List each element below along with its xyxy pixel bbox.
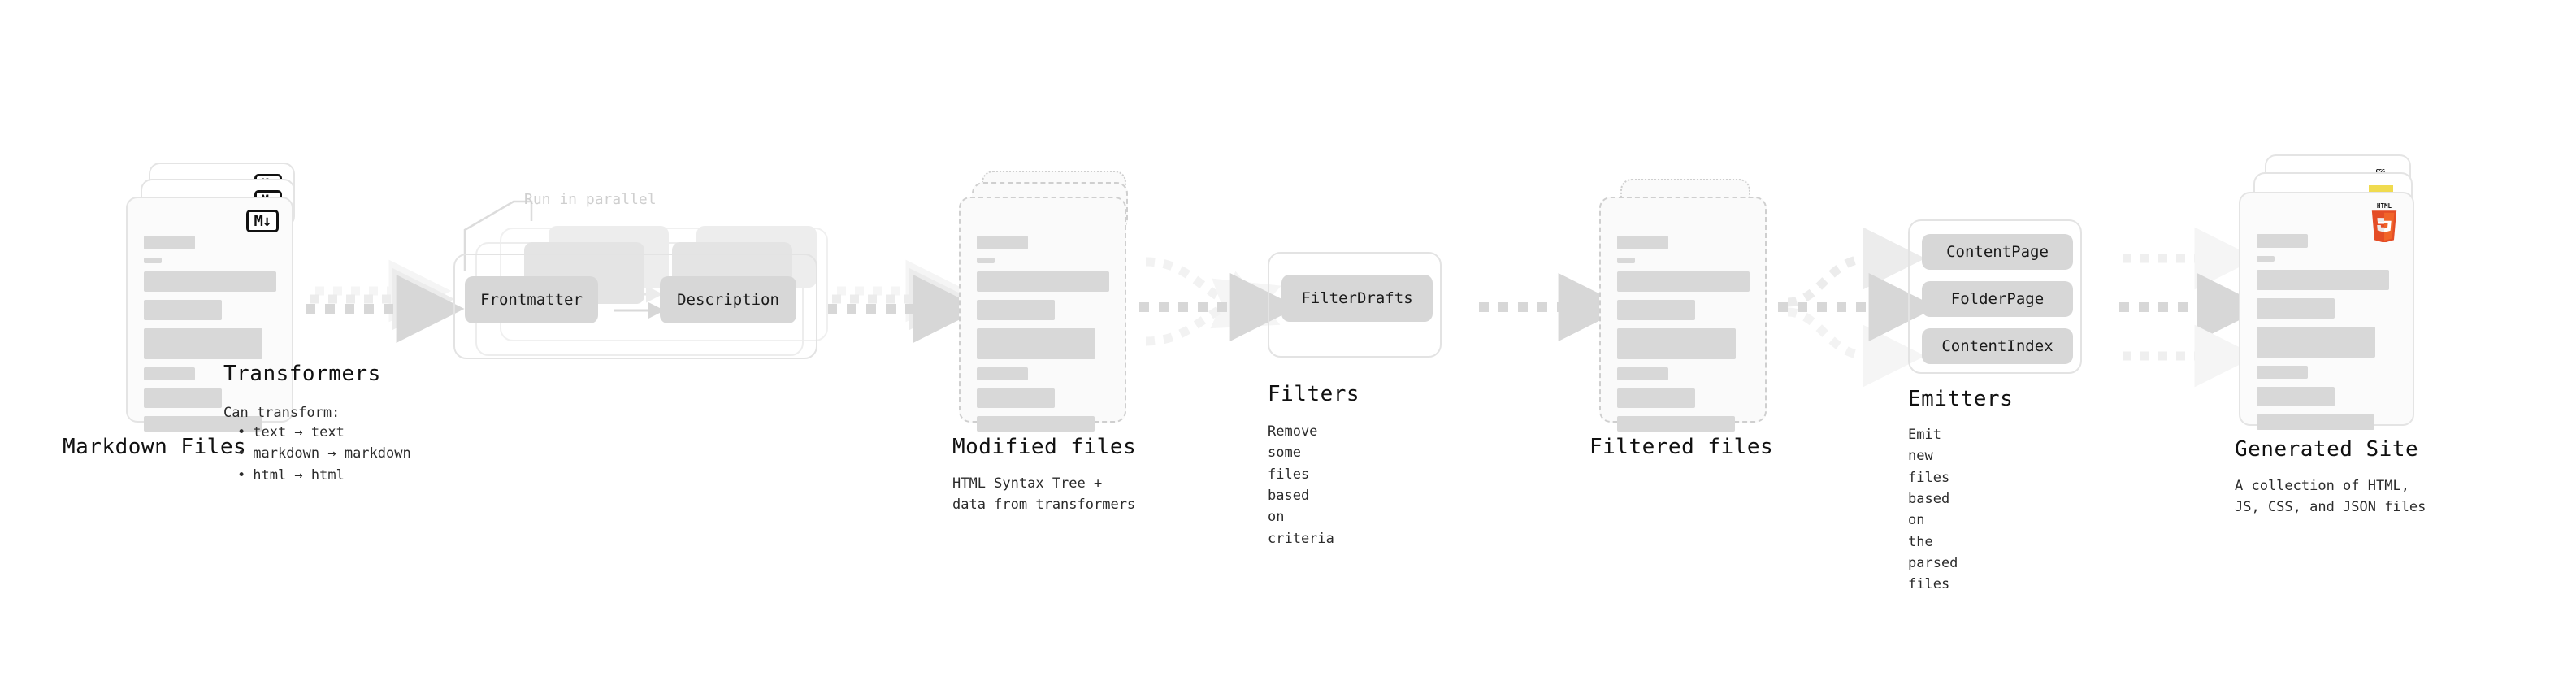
content-bar — [144, 416, 262, 432]
parallel-bracket — [463, 200, 533, 271]
content-bar — [144, 258, 162, 263]
html5-icon: HTML — [2367, 202, 2401, 243]
css-badge-label: CSS — [2375, 168, 2385, 175]
stage-title-emitters: Emitters — [1908, 387, 2014, 411]
stage-title-transformers: Transformers — [223, 362, 381, 386]
content-bar — [144, 236, 195, 249]
modified-card-front — [959, 197, 1126, 432]
markdown-badge: M↓ — [246, 210, 279, 232]
sublist-item: text → text — [237, 422, 411, 443]
stage-filtered-files: Filtered files — [1589, 163, 1786, 459]
stage-subtitle-modified-files: HTML Syntax Tree + data from transformer… — [952, 475, 1136, 514]
content-bar — [1617, 271, 1750, 292]
arrow-transformers-to-modified — [827, 259, 982, 343]
site-card-bars — [2257, 234, 2398, 438]
transformer-chip-description[interactable]: Description — [660, 276, 796, 323]
content-bar — [977, 271, 1109, 292]
site-card-html: HTML — [2239, 192, 2414, 430]
stage-markdown-files: M↓ M↓ M↓ Markdown Files — [63, 163, 313, 459]
arrow-emitters-to-site — [2119, 227, 2266, 388]
content-bar — [2257, 234, 2308, 248]
content-bar — [1617, 388, 1695, 408]
svg-text:HTML: HTML — [2377, 203, 2392, 210]
markdown-card-front: M↓ — [126, 197, 293, 432]
stage-title-modified-files: Modified files — [952, 435, 1137, 459]
stage-title-filters: Filters — [1268, 382, 1360, 406]
modified-file-stack — [959, 163, 1146, 432]
stage-title-markdown-files: Markdown Files — [63, 435, 247, 459]
emitter-chip-folderpage[interactable]: FolderPage — [1922, 281, 2073, 317]
content-bar — [977, 416, 1095, 432]
content-bar — [1617, 416, 1735, 432]
content-bar — [977, 367, 1028, 380]
arrow-filtered-to-emitters — [1778, 227, 1937, 388]
filtered-file-stack — [1599, 163, 1786, 432]
sublist-item: markdown → markdown — [237, 443, 410, 464]
content-bar — [977, 300, 1055, 320]
content-bar — [144, 388, 222, 408]
filtered-card-front — [1599, 197, 1767, 432]
content-bar — [2257, 387, 2335, 406]
stage-generated-site: CSS HTML — [2235, 154, 2434, 515]
arrow-markdown-to-transformers — [306, 259, 465, 343]
content-bar — [144, 367, 195, 380]
stage-subtitle-emitters: Emit new files based on the parsed files — [1908, 427, 1958, 593]
content-bar — [2257, 298, 2335, 319]
content-bar — [1617, 328, 1736, 359]
content-bar — [977, 328, 1095, 359]
run-in-parallel-label: Run in parallel — [524, 191, 657, 208]
markdown-card-bars — [144, 236, 277, 440]
content-bar — [144, 300, 222, 320]
filters-box: FilterDrafts — [1268, 252, 1442, 358]
site-file-stack: CSS HTML — [2239, 154, 2434, 430]
content-bar — [977, 258, 995, 263]
content-bar — [1617, 300, 1695, 320]
emitter-chip-contentindex[interactable]: ContentIndex — [1922, 328, 2073, 364]
content-bar — [144, 271, 276, 292]
content-bar — [2257, 270, 2389, 290]
stage-title-filtered-files: Filtered files — [1589, 435, 1774, 459]
content-bar — [2257, 366, 2308, 379]
transformers-sublist: text → text markdown → markdown html → h… — [237, 422, 411, 486]
arrow-modified-to-filters — [1139, 257, 1299, 346]
emitters-box: ContentPage FolderPage ContentIndex — [1908, 219, 2082, 374]
transformer-chip-frontmatter[interactable]: Frontmatter — [465, 276, 598, 323]
transformers-sublist-head: Can transform: — [223, 405, 340, 421]
stage-subtitle-generated-site: A collection of HTML, JS, CSS, and JSON … — [2235, 478, 2426, 516]
filter-chip-filterdrafts[interactable]: FilterDrafts — [1281, 275, 1433, 322]
content-bar — [977, 388, 1055, 408]
markdown-file-stack: M↓ M↓ M↓ — [126, 163, 313, 432]
stage-title-generated-site: Generated Site — [2235, 437, 2419, 462]
content-bar — [144, 328, 262, 359]
stage-subtitle-filters: Remove some files based on criteria — [1268, 423, 1334, 547]
content-bar — [1617, 367, 1668, 380]
modified-card-bars — [977, 236, 1110, 440]
content-bar — [2257, 414, 2374, 430]
transformer-box-front: Frontmatter Description — [453, 254, 817, 359]
filtered-card-bars — [1617, 236, 1750, 440]
content-bar — [2257, 327, 2375, 358]
content-bar — [1617, 258, 1635, 263]
content-bar — [1617, 236, 1668, 249]
sublist-item: html → html — [237, 465, 411, 486]
content-bar — [977, 236, 1028, 249]
stage-modified-files: Modified files HTML Syntax Tree + data f… — [952, 163, 1146, 513]
emitter-chip-contentpage[interactable]: ContentPage — [1922, 234, 2073, 270]
content-bar — [2257, 256, 2275, 262]
